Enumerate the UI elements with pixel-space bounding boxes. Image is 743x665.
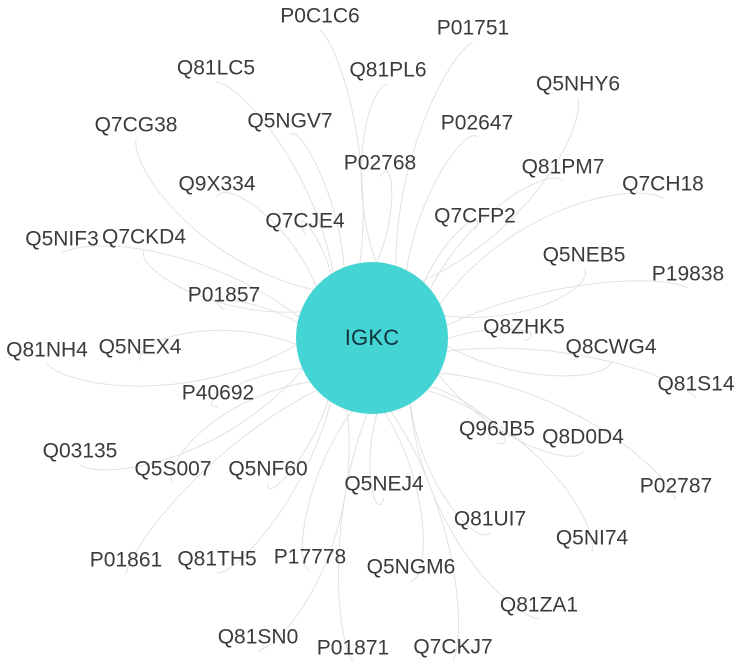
peripheral-node-label: P02647	[440, 111, 514, 135]
peripheral-node-q03135[interactable]: Q03135	[43, 441, 118, 462]
peripheral-node-q7cg38[interactable]: Q7CG38	[95, 115, 178, 136]
peripheral-node-label: Q5NEX4	[98, 335, 182, 359]
peripheral-node-label: Q5NF60	[228, 457, 308, 481]
peripheral-node-label: Q5NEB5	[542, 243, 626, 267]
peripheral-node-q5ni74[interactable]: Q5NI74	[556, 528, 628, 549]
peripheral-node-label: Q81PL6	[349, 58, 427, 82]
peripheral-node-q81pl6[interactable]: Q81PL6	[349, 60, 426, 81]
peripheral-node-q5ngm6[interactable]: Q5NGM6	[367, 557, 456, 578]
peripheral-node-label: Q7CH18	[622, 172, 704, 196]
peripheral-node-label: P01861	[89, 548, 163, 572]
hub-node-label: IGKC	[344, 325, 400, 350]
peripheral-node-q5nej4[interactable]: Q5NEJ4	[344, 474, 423, 495]
peripheral-node-label: Q7CKD4	[101, 225, 187, 249]
peripheral-node-label: Q5NHY6	[535, 72, 621, 96]
peripheral-node-p01861[interactable]: P01861	[90, 550, 162, 571]
peripheral-node-label: Q8CWG4	[565, 335, 657, 359]
peripheral-node-q8cwg4[interactable]: Q8CWG4	[565, 337, 656, 358]
peripheral-node-label: P40692	[181, 381, 255, 405]
peripheral-node-label: Q8ZHK5	[483, 315, 565, 339]
peripheral-node-q81th5[interactable]: Q81TH5	[177, 549, 256, 570]
peripheral-node-q5nex4[interactable]: Q5NEX4	[99, 337, 182, 358]
peripheral-node-q7cje4[interactable]: Q7CJE4	[265, 211, 344, 232]
peripheral-node-q8zhk5[interactable]: Q8ZHK5	[483, 317, 565, 338]
peripheral-node-q81lc5[interactable]: Q81LC5	[177, 58, 255, 79]
peripheral-node-p01857[interactable]: P01857	[188, 285, 260, 306]
peripheral-node-label: P01871	[316, 636, 390, 660]
peripheral-node-label: Q5NGV7	[247, 109, 333, 133]
peripheral-node-q81za1[interactable]: Q81ZA1	[500, 595, 578, 616]
peripheral-node-label: Q03135	[42, 439, 118, 463]
peripheral-node-label: Q81NH4	[6, 338, 88, 362]
peripheral-node-label: Q81UI7	[453, 507, 527, 531]
peripheral-node-q96jb5[interactable]: Q96JB5	[459, 419, 535, 440]
peripheral-node-q81nh4[interactable]: Q81NH4	[6, 340, 88, 361]
peripheral-node-label: Q5NGM6	[366, 555, 456, 579]
peripheral-node-q7cfp2[interactable]: Q7CFP2	[434, 206, 516, 227]
peripheral-node-label: P01857	[187, 283, 261, 307]
peripheral-node-label: Q81SN0	[217, 625, 299, 649]
peripheral-node-label: Q7CKJ7	[413, 635, 493, 659]
peripheral-node-p01871[interactable]: P01871	[317, 638, 389, 659]
peripheral-node-label: Q7CG38	[94, 113, 178, 137]
peripheral-node-label: P02787	[639, 474, 713, 498]
peripheral-node-label: Q81LC5	[176, 56, 256, 80]
peripheral-node-label: Q5NI74	[555, 526, 629, 550]
peripheral-node-q7ch18[interactable]: Q7CH18	[622, 174, 704, 195]
peripheral-node-q81ui7[interactable]: Q81UI7	[454, 509, 526, 530]
peripheral-node-label: Q5S007	[134, 457, 212, 481]
peripheral-node-p40692[interactable]: P40692	[182, 383, 254, 404]
peripheral-node-q81s14[interactable]: Q81S14	[657, 374, 734, 395]
peripheral-node-label: Q8D0D4	[542, 425, 624, 449]
hub-node-igkc[interactable]: IGKC	[296, 262, 448, 414]
peripheral-node-p19838[interactable]: P19838	[652, 264, 724, 285]
peripheral-node-q9x334[interactable]: Q9X334	[178, 174, 255, 195]
peripheral-node-label: Q81PM7	[521, 155, 605, 179]
peripheral-node-label: Q7CJE4	[265, 209, 345, 233]
peripheral-node-label: P01751	[436, 16, 510, 40]
peripheral-node-q8d0d4[interactable]: Q8D0D4	[542, 427, 624, 448]
peripheral-node-q5nif3[interactable]: Q5NIF3	[25, 229, 99, 250]
peripheral-node-label: Q5NIF3	[25, 227, 99, 251]
peripheral-node-q7ckd4[interactable]: Q7CKD4	[102, 227, 186, 248]
peripheral-node-q5nf60[interactable]: Q5NF60	[228, 459, 307, 480]
peripheral-node-q5s007[interactable]: Q5S007	[134, 459, 211, 480]
peripheral-node-q81sn0[interactable]: Q81SN0	[218, 627, 299, 648]
peripheral-node-p01751[interactable]: P01751	[437, 18, 509, 39]
peripheral-node-q7ckj7[interactable]: Q7CKJ7	[413, 637, 492, 658]
peripheral-node-p02647[interactable]: P02647	[441, 113, 513, 134]
peripheral-node-label: Q81S14	[657, 372, 735, 396]
peripheral-node-p0c1c6[interactable]: P0C1C6	[280, 6, 359, 27]
peripheral-node-label: P02768	[343, 151, 417, 175]
peripheral-node-p02768[interactable]: P02768	[344, 153, 416, 174]
peripheral-node-q81pm7[interactable]: Q81PM7	[522, 157, 605, 178]
peripheral-node-q5nhy6[interactable]: Q5NHY6	[536, 74, 620, 95]
peripheral-node-label: P0C1C6	[280, 4, 360, 28]
peripheral-node-label: P17778	[273, 545, 347, 569]
peripheral-node-label: Q96JB5	[459, 417, 535, 441]
peripheral-node-label: P19838	[651, 262, 725, 286]
peripheral-node-p17778[interactable]: P17778	[274, 547, 346, 568]
peripheral-node-label: Q81TH5	[177, 547, 257, 571]
peripheral-node-q5ngv7[interactable]: Q5NGV7	[247, 111, 332, 132]
peripheral-node-q5neb5[interactable]: Q5NEB5	[543, 245, 626, 266]
peripheral-node-p02787[interactable]: P02787	[640, 476, 712, 497]
peripheral-node-label: Q9X334	[178, 172, 256, 196]
peripheral-node-label: Q5NEJ4	[344, 472, 424, 496]
peripheral-node-label: Q7CFP2	[434, 204, 516, 228]
peripheral-node-label: Q81ZA1	[499, 593, 579, 617]
